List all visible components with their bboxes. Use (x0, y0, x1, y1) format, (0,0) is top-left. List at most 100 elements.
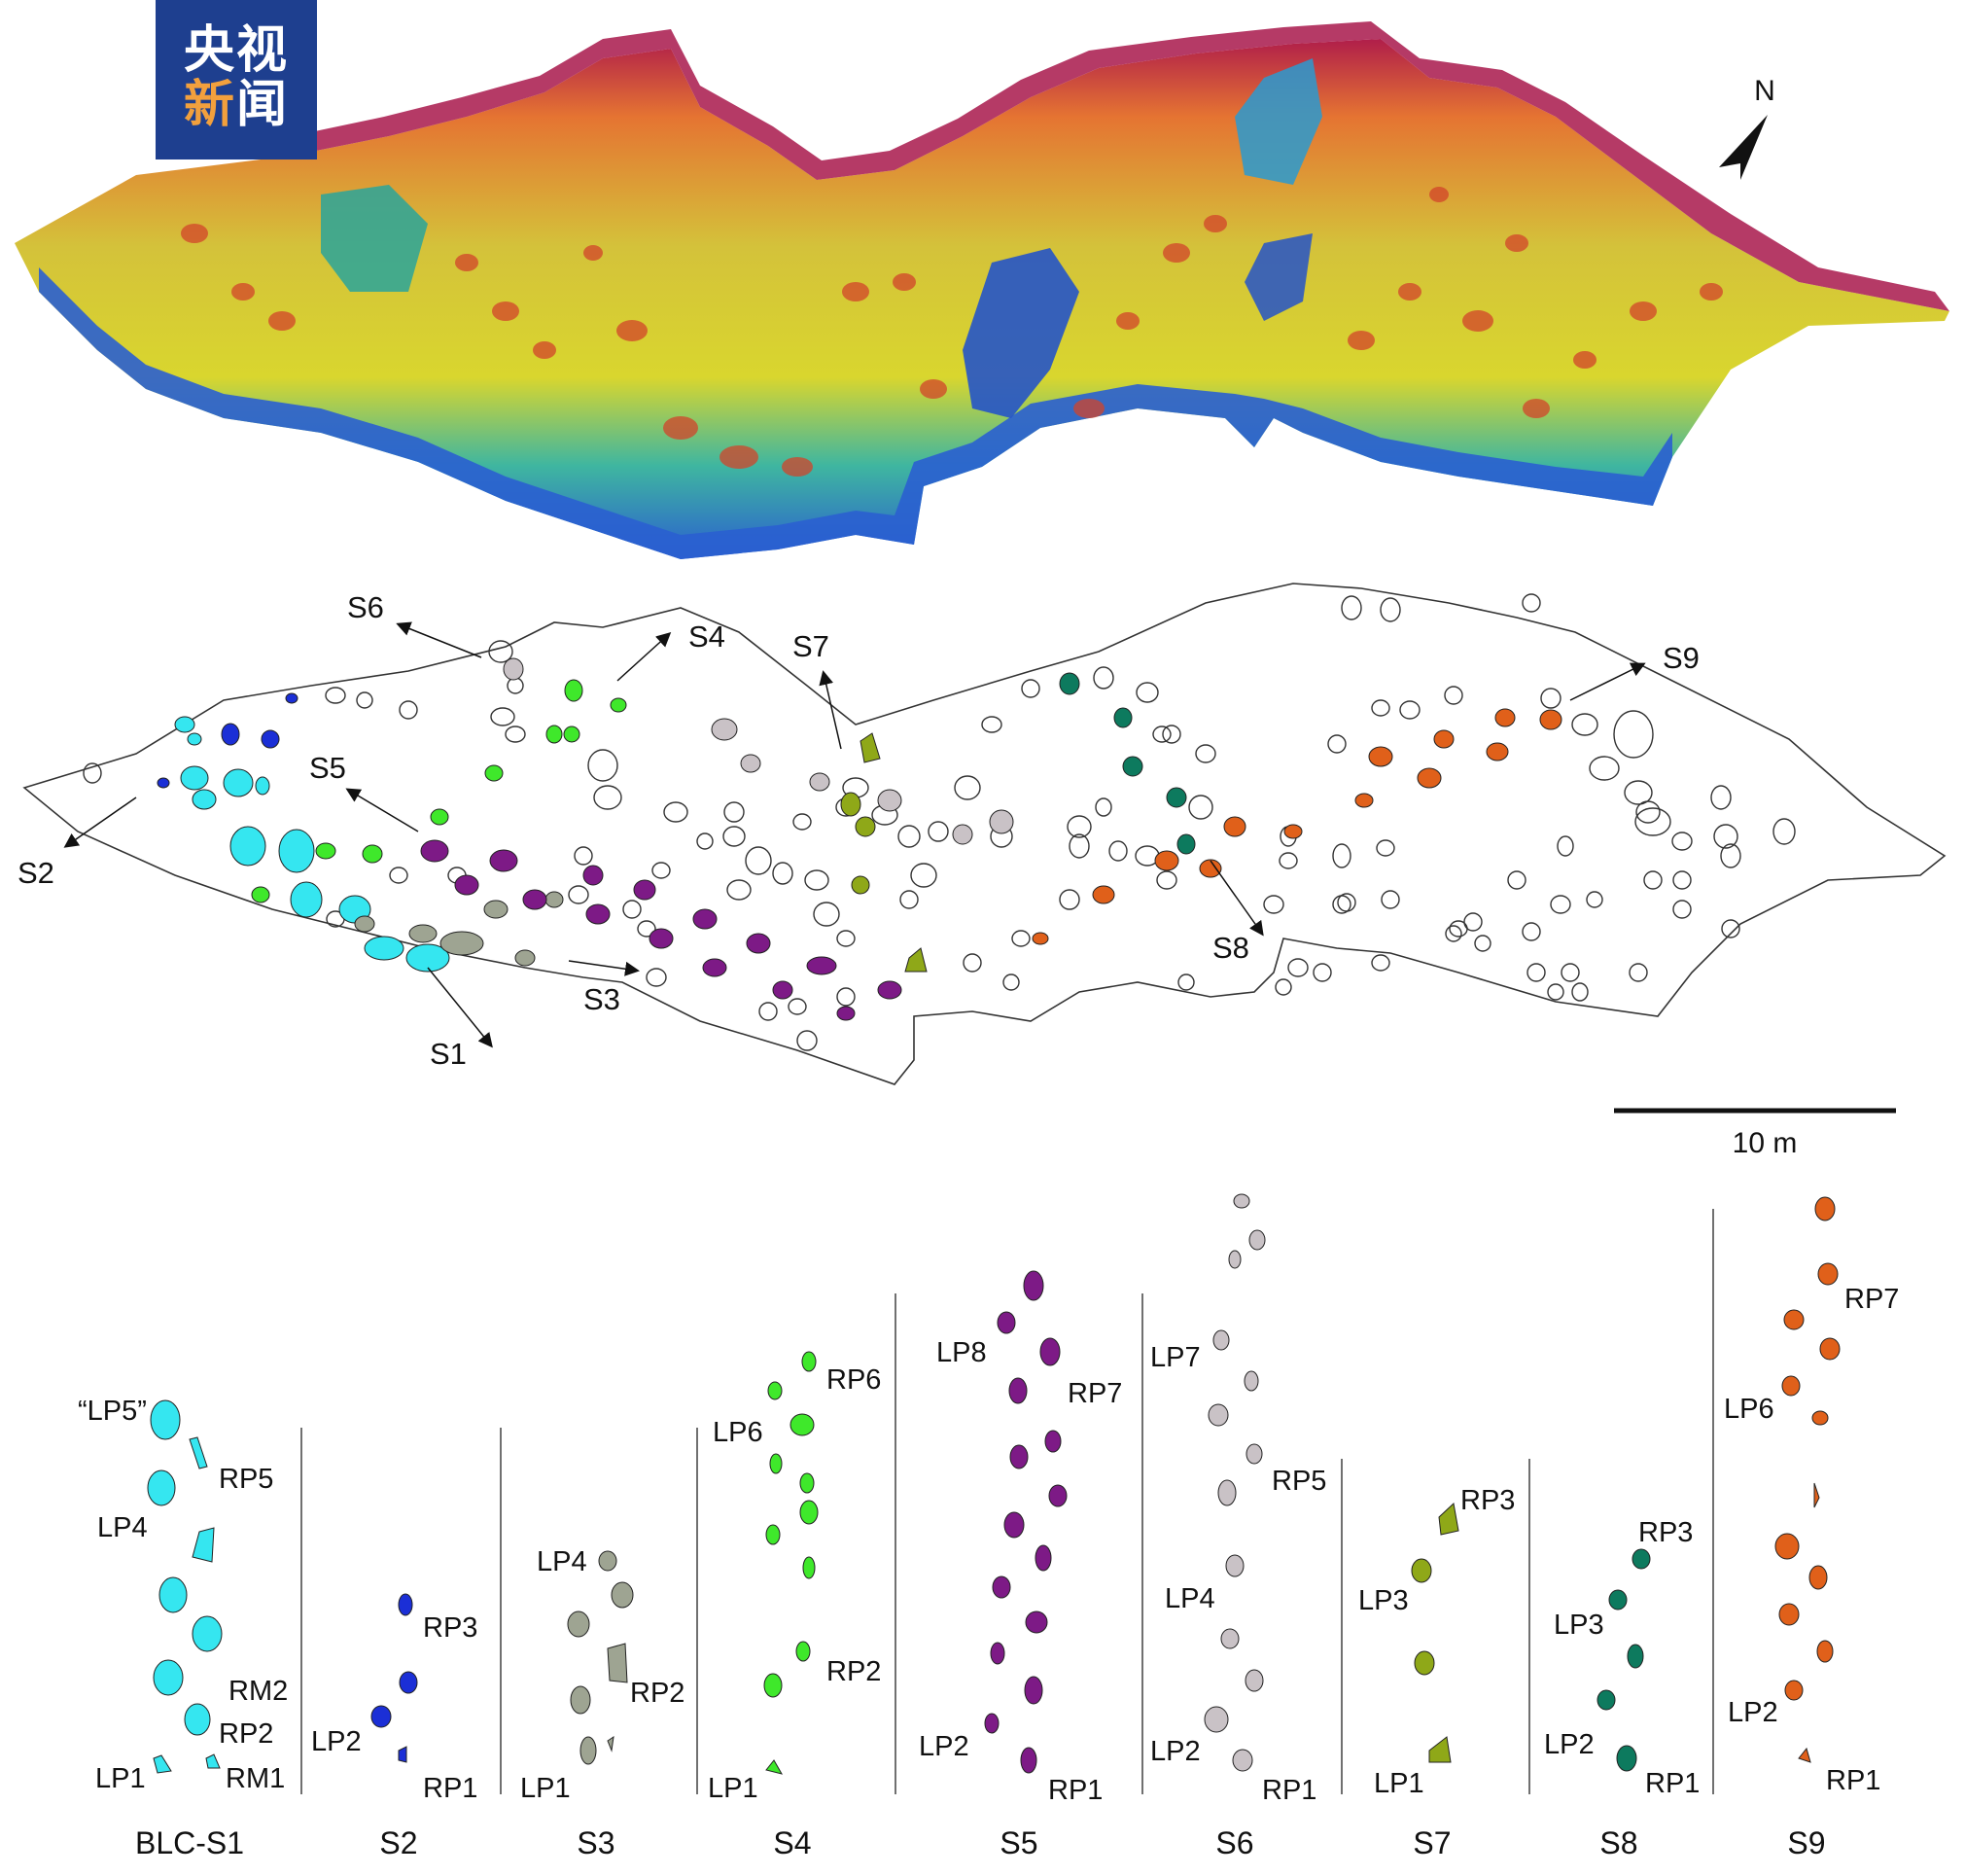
trackway-blc-s1: “LP5” RP5 LP4 RM2 RP2 LP1 RM1 BLC-S1 (78, 1396, 288, 1860)
label-s6-rp5: RP5 (1272, 1466, 1326, 1497)
map-labels: S6 S4 S7 S9 S5 S2 S8 S3 S1 (18, 590, 1700, 1071)
map-label-s7: S7 (792, 629, 829, 663)
relief-map (15, 21, 1949, 559)
logo-line-2: 新闻 (156, 78, 317, 132)
label-s6-lp4: LP4 (1165, 1583, 1215, 1614)
map-label-s5: S5 (309, 751, 346, 785)
label-s7-lp1: LP1 (1374, 1768, 1424, 1799)
prints-s6 (1204, 1193, 1266, 1772)
map-label-s4: S4 (688, 619, 725, 654)
title-s6: S6 (1215, 1825, 1253, 1860)
label-s6-lp7: LP7 (1150, 1342, 1201, 1373)
map-prints-s4 (251, 679, 627, 903)
map-arrows (63, 621, 1646, 1048)
logo-char-xin: 新 (183, 76, 236, 134)
relief-blue-patch-4 (1245, 233, 1313, 321)
label-s4-lp6: LP6 (713, 1417, 763, 1448)
trackway-s3: LP4 RP2 LP1 S3 (520, 1546, 684, 1860)
label-s9-rp1: RP1 (1826, 1765, 1880, 1796)
label-s8-rp1: RP1 (1645, 1768, 1700, 1799)
label-s3-rp2: RP2 (630, 1678, 684, 1709)
label-lp4: LP4 (97, 1512, 148, 1543)
label-s8-rp3: RP3 (1638, 1517, 1693, 1548)
relief-blue-patch-2 (963, 248, 1079, 418)
label-s6-rp1: RP1 (1262, 1775, 1316, 1806)
trackway-panels: “LP5” RP5 LP4 RM2 RP2 LP1 RM1 BLC-S1 RP3… (78, 1193, 1899, 1860)
label-s4-lp1: LP1 (708, 1773, 758, 1804)
outline-map: S6 S4 S7 S9 S5 S2 S8 S3 S1 (18, 583, 1947, 1085)
map-label-s1: S1 (430, 1037, 467, 1071)
prints-s4 (763, 1351, 819, 1775)
logo-char-wen: 闻 (236, 76, 290, 134)
map-prints-s7 (840, 732, 928, 973)
trackway-s9: RP7 LP6 LP2 RP1 S9 (1724, 1196, 1899, 1860)
label-s9-rp7: RP7 (1844, 1284, 1899, 1315)
scale-bar: 10 m (1614, 1108, 1896, 1159)
prints-s8 (1597, 1548, 1651, 1772)
label-s2-lp2: LP2 (311, 1726, 362, 1757)
scale-bar-label: 10 m (1733, 1127, 1798, 1159)
label-s6-lp2: LP2 (1150, 1736, 1201, 1767)
label-s9-lp2: LP2 (1728, 1697, 1778, 1728)
label-s5-rp7: RP7 (1068, 1378, 1122, 1409)
title-s5: S5 (1000, 1825, 1037, 1860)
map-prints-s3 (354, 891, 564, 967)
relief-blue-patch-1 (321, 185, 428, 292)
prints-s7 (1411, 1503, 1459, 1763)
label-s7-rp3: RP3 (1460, 1485, 1515, 1516)
prints-s2 (370, 1593, 418, 1763)
title-s8: S8 (1599, 1825, 1637, 1860)
title-s3: S3 (577, 1825, 614, 1860)
label-s8-lp2: LP2 (1544, 1729, 1595, 1760)
map-label-s6: S6 (347, 590, 384, 624)
label-lp5: “LP5” (78, 1396, 147, 1427)
relief-top-edge (292, 21, 1949, 311)
map-label-s9: S9 (1663, 641, 1700, 675)
trackway-s5: LP8 RP7 LP2 RP1 S5 (919, 1270, 1122, 1860)
label-s5-lp8: LP8 (936, 1337, 987, 1368)
label-s2-rp1: RP1 (423, 1773, 477, 1804)
label-rp2: RP2 (219, 1718, 273, 1750)
label-s2-rp3: RP3 (423, 1612, 477, 1644)
relief-blue-patch-3 (1235, 58, 1322, 185)
prints-s9 (1774, 1196, 1841, 1763)
label-s4-rp6: RP6 (826, 1364, 881, 1396)
title-s2: S2 (379, 1825, 417, 1860)
label-rp5: RP5 (219, 1464, 273, 1495)
label-rm1: RM1 (226, 1763, 285, 1794)
map-prints-s8 (1059, 672, 1196, 855)
north-arrow-icon (1719, 115, 1768, 180)
map-prints-s9 (1032, 708, 1562, 945)
title-blc-s1: BLC-S1 (135, 1825, 244, 1860)
relief-pits (181, 187, 1723, 477)
trackway-s8: RP3 LP3 LP2 RP1 S8 (1544, 1517, 1700, 1860)
unassigned-prints (83, 593, 1796, 1051)
map-prints-s2 (157, 692, 298, 789)
label-s5-rp1: RP1 (1048, 1775, 1103, 1806)
north-label: N (1754, 75, 1775, 107)
title-s4: S4 (773, 1825, 811, 1860)
logo-line-1: 央视 (183, 21, 289, 80)
map-label-s8: S8 (1212, 931, 1249, 965)
map-label-s2: S2 (18, 856, 54, 890)
label-s8-lp3: LP3 (1554, 1610, 1604, 1641)
trackway-s4: RP6 LP6 RP2 LP1 S4 (708, 1351, 881, 1860)
label-s3-lp1: LP1 (520, 1773, 571, 1804)
trackway-s7: RP3 LP3 LP1 S7 (1358, 1485, 1515, 1860)
label-rm2: RM2 (228, 1676, 288, 1707)
label-s9-lp6: LP6 (1724, 1394, 1774, 1425)
cctv-news-logo: 央视 新闻 (156, 0, 317, 159)
prints-s3 (567, 1550, 634, 1765)
map-prints-s5 (420, 839, 902, 1021)
label-s4-rp2: RP2 (826, 1656, 881, 1687)
trackway-s6: LP7 RP5 LP4 LP2 RP1 S6 (1150, 1193, 1326, 1860)
label-s7-lp3: LP3 (1358, 1585, 1409, 1616)
label-s5-lp2: LP2 (919, 1731, 969, 1762)
label-lp1: LP1 (95, 1763, 146, 1794)
prints-blc-s1 (147, 1399, 223, 1774)
title-s9: S9 (1787, 1825, 1825, 1860)
title-s7: S7 (1413, 1825, 1451, 1860)
prints-s5 (984, 1270, 1068, 1774)
site-outline (22, 583, 1947, 1085)
